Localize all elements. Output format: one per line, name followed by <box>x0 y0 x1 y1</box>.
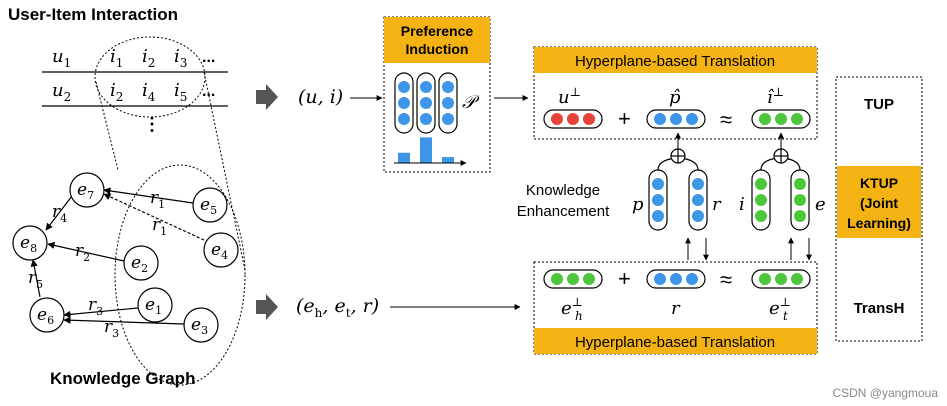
relation-r1-dashed: r1 <box>152 215 167 238</box>
i-perp-vector <box>751 109 811 129</box>
legend-ktup-line3: Learning) <box>847 215 911 231</box>
u-perp-vector <box>543 109 603 129</box>
svg-text:e6: e6 <box>37 305 54 327</box>
entity-e7: e7 <box>69 172 105 208</box>
entity-e6: e6 <box>29 297 65 333</box>
item-entity-alignment <box>94 36 246 386</box>
svg-text:e3: e3 <box>191 315 208 337</box>
legend-transh: TransH <box>854 300 905 317</box>
svg-text:e2: e2 <box>131 253 148 275</box>
svg-text:e8: e8 <box>20 233 37 255</box>
p-hat-vector <box>646 109 706 129</box>
eh-perp-vector <box>543 269 603 289</box>
preference-title-line2: Induction <box>406 41 469 57</box>
entity-e2: e2 <box>123 245 159 281</box>
r-translation-vector <box>646 269 706 289</box>
user-u2: u2 <box>52 80 71 104</box>
transh-box-title: Hyperplane-based Translation <box>575 334 775 351</box>
item-i2b: i2 <box>110 80 123 104</box>
knowledge-enhancement-line2: Enhancement <box>517 203 610 220</box>
transh-translation-box: Hyperplane-based Translation + ≈ e⊥h r e… <box>533 261 818 355</box>
preference-histogram <box>394 137 467 166</box>
item-i3: i3 <box>174 46 187 70</box>
block-arrow-bottom <box>256 294 278 320</box>
r-translation-label: r <box>671 298 681 319</box>
relation-r3-bottom: r3 <box>104 317 119 340</box>
u-perp-label: u⊥ <box>558 85 581 108</box>
p-label: p <box>632 194 644 215</box>
vertical-ellipsis: ⋮ <box>143 114 161 134</box>
knowledge-graph: r1 r1 r4 r2 r5 r3 r3 e7 e8 e2 <box>12 172 239 343</box>
histogram-bar-2 <box>420 137 432 163</box>
entity-e5: e5 <box>192 187 228 223</box>
relation-r1-top: r1 <box>150 188 165 211</box>
svg-text:e7: e7 <box>77 180 94 202</box>
kg-triple: (eh, et, r) <box>296 295 379 320</box>
approx-sign-bottom: ≈ <box>720 267 732 292</box>
plus-sign-bottom: + <box>618 266 631 291</box>
tup-box-title: Hyperplane-based Translation <box>575 53 775 70</box>
entity-e1: e1 <box>137 287 173 323</box>
legend-ktup-line2: (Joint <box>860 195 898 211</box>
preference-capsules <box>394 72 458 134</box>
knowledge-enhancement-line1: Knowledge <box>526 182 600 199</box>
item-i1: i1 <box>110 46 123 70</box>
preference-title-line1: Preference <box>401 23 474 39</box>
watermark: CSDN @yangmoua <box>832 386 938 400</box>
entity-e4: e4 <box>203 232 239 268</box>
legend-ktup-line1: KTUP <box>860 175 898 191</box>
preference-induction-module: Preference Induction 𝒫 <box>383 16 491 173</box>
entity-e3: e3 <box>183 307 219 343</box>
i-label: i <box>739 194 745 215</box>
more-dots-row2: ... <box>202 83 215 100</box>
oplus-left <box>670 148 686 164</box>
interaction-title: User-Item Interaction <box>8 5 178 24</box>
user-u1: u1 <box>52 46 71 70</box>
et-perp-vector <box>751 269 811 289</box>
model-legend: TUP KTUP (Joint Learning) TransH <box>835 76 923 342</box>
svg-text:e5: e5 <box>200 195 217 217</box>
block-arrow-top <box>256 84 278 110</box>
r-label: r <box>712 194 722 215</box>
interaction-matrix: u1 i1 i2 i3 ... u2 i2 i4 i5 ... ⋮ <box>42 46 228 134</box>
svg-text:e4: e4 <box>211 240 228 262</box>
oplus-right <box>773 148 789 164</box>
relation-r4: r4 <box>52 202 67 225</box>
user-item-pair: (u, i) <box>298 86 343 108</box>
item-i5: i5 <box>174 80 187 104</box>
approx-sign-top: ≈ <box>720 107 732 132</box>
item-i4: i4 <box>142 80 156 104</box>
i-perp-label: î⊥ <box>767 85 784 108</box>
more-dots-row1: ... <box>202 49 215 66</box>
p-vector <box>648 169 668 231</box>
eh-perp-label: e⊥h <box>561 295 583 323</box>
relation-r5: r5 <box>28 268 43 291</box>
legend-ktup-highlight <box>837 166 921 238</box>
histogram-bar-1 <box>398 152 410 163</box>
tup-translation-box: Hyperplane-based Translation u⊥ p̂ î⊥ + … <box>533 46 818 140</box>
et-perp-label: e⊥t <box>769 295 791 323</box>
r-vector <box>688 169 708 231</box>
relation-r3-top: r3 <box>88 295 103 318</box>
e-vector <box>790 169 810 231</box>
histogram-bar-3 <box>442 157 454 163</box>
legend-tup: TUP <box>864 96 894 113</box>
svg-text:e1: e1 <box>145 295 162 317</box>
i-vector <box>751 169 771 231</box>
relation-r2: r2 <box>75 241 90 264</box>
item-i2: i2 <box>142 46 155 70</box>
kg-title: Knowledge Graph <box>50 369 195 388</box>
plus-sign-top: + <box>618 106 631 131</box>
e-label: e <box>815 194 826 215</box>
p-hat-label: p̂ <box>669 87 681 108</box>
entity-e8: e8 <box>12 225 48 261</box>
